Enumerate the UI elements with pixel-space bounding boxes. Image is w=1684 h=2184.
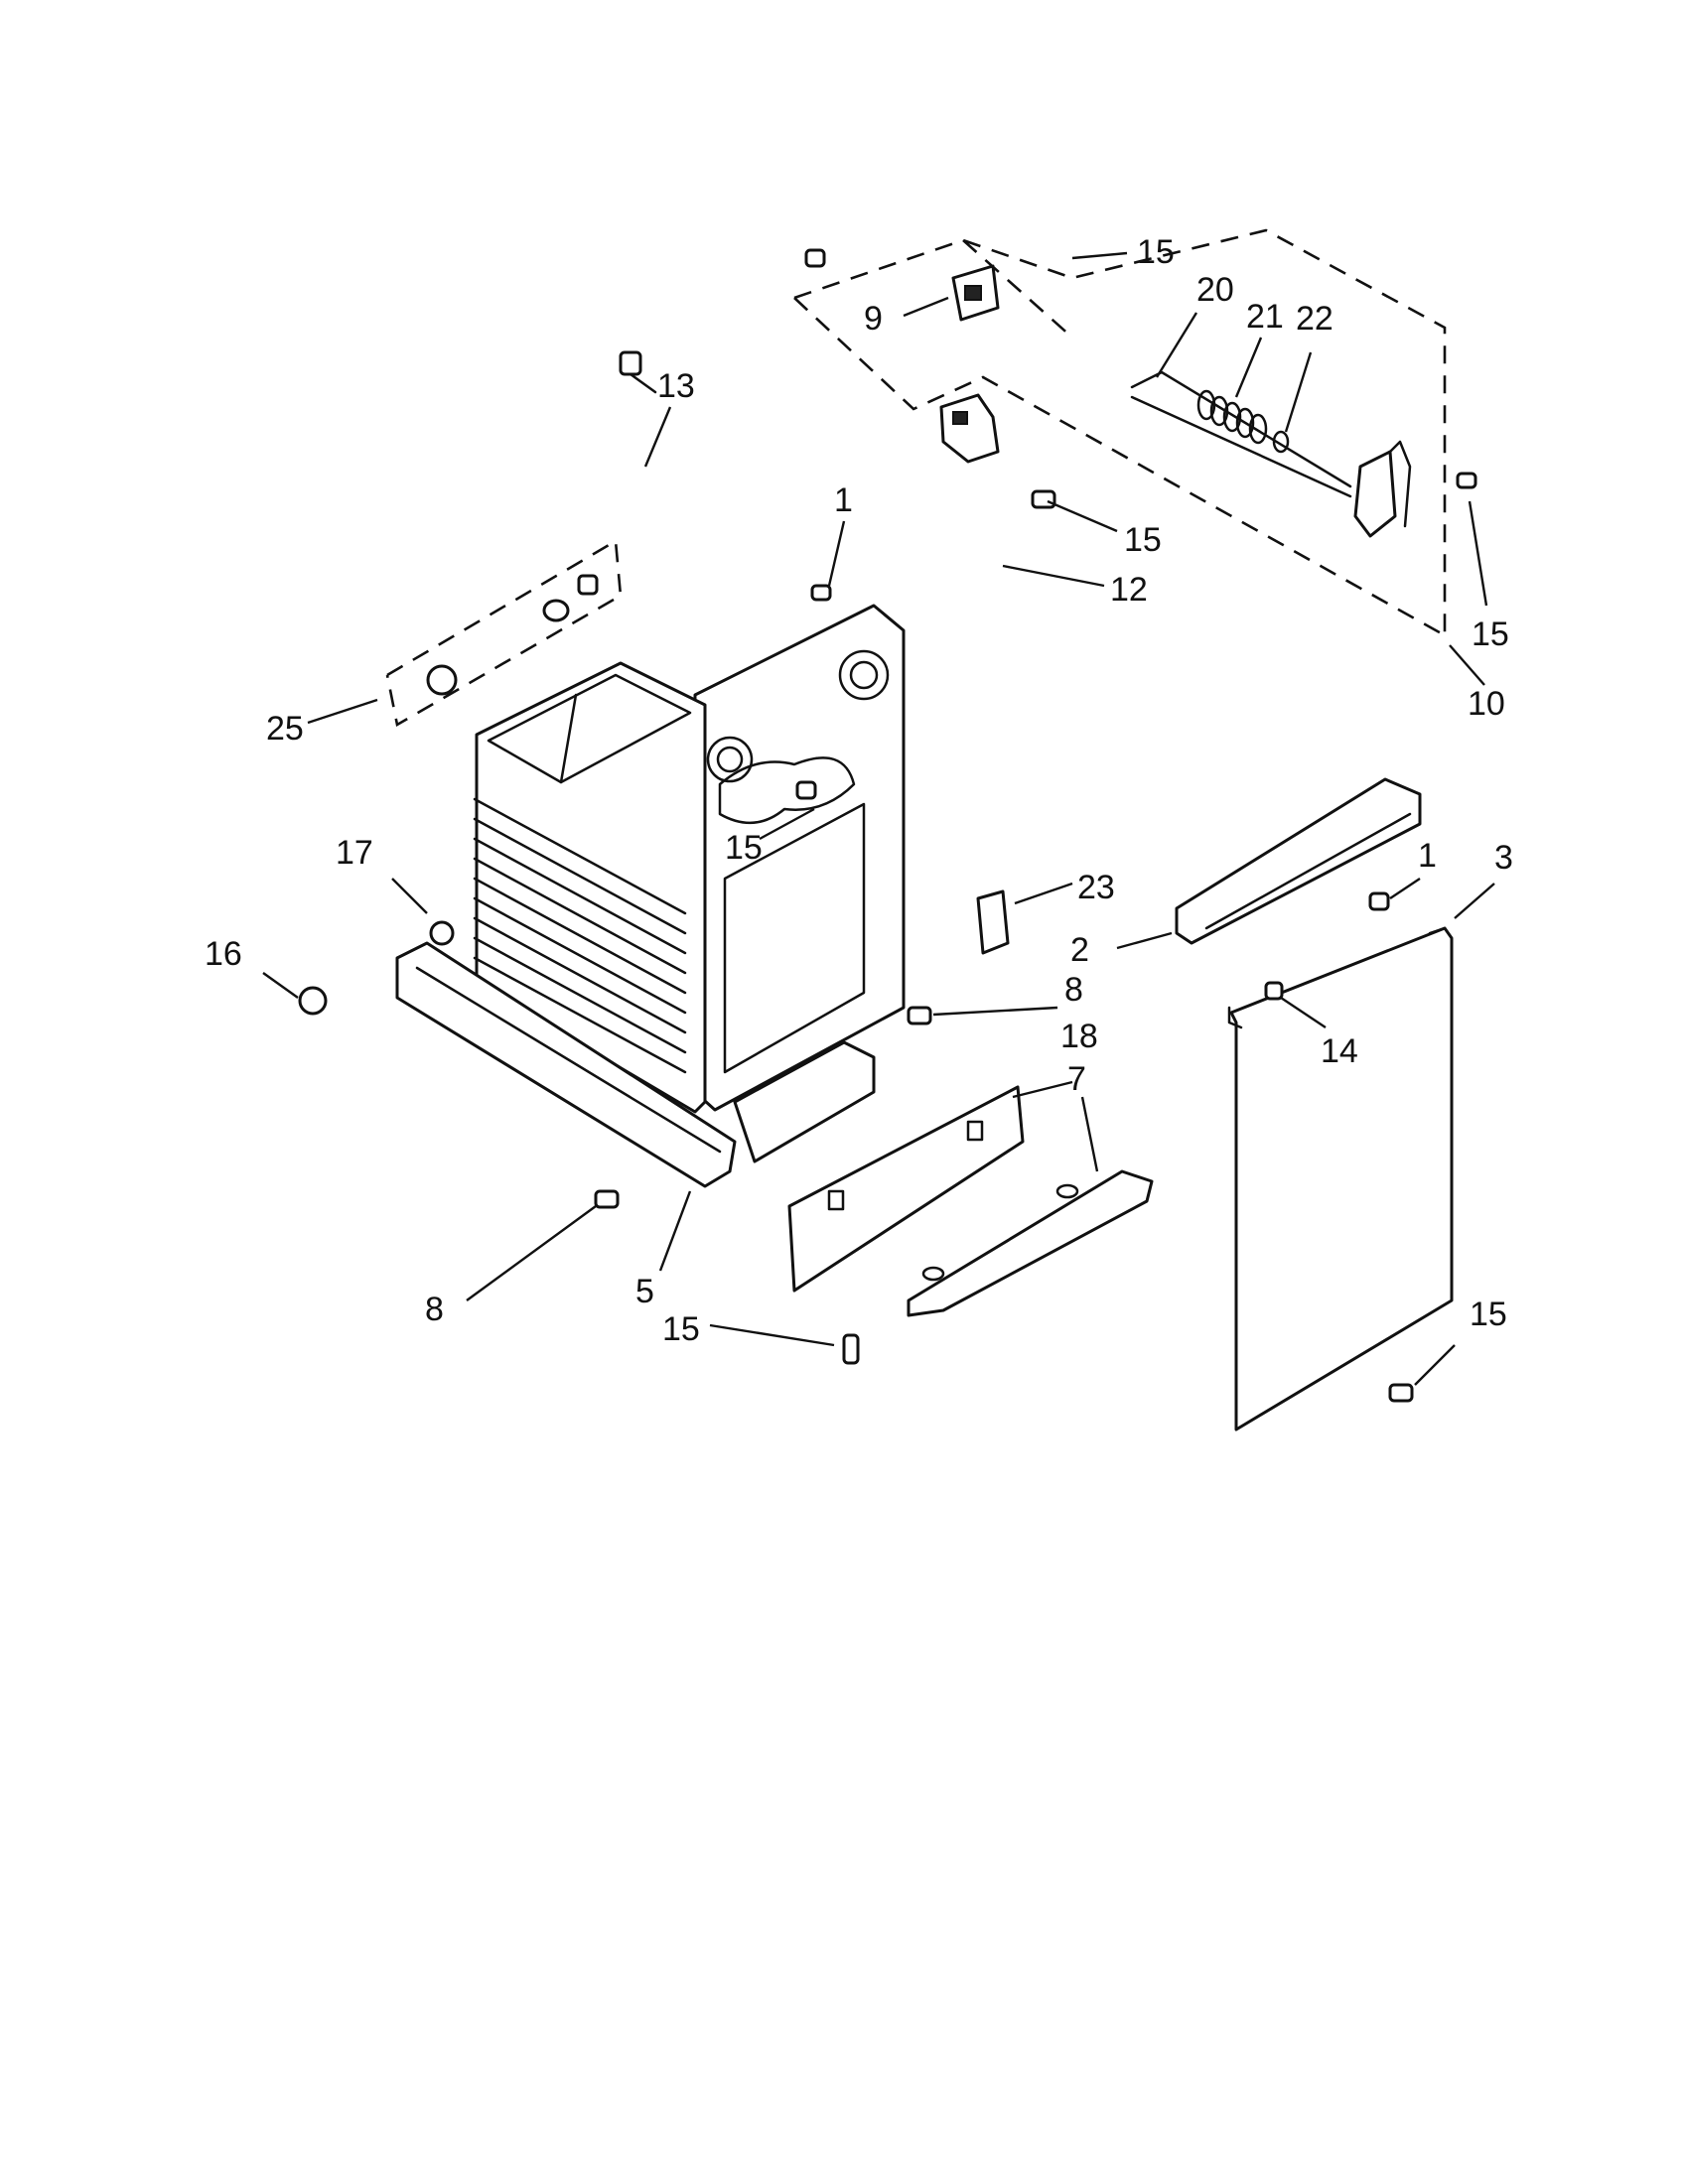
callout-14: 14 xyxy=(1321,1032,1358,1070)
screw-icon xyxy=(1388,1383,1414,1403)
screw-icon xyxy=(619,350,657,394)
cabinet-ribs xyxy=(473,797,687,1074)
screw-icon xyxy=(1368,891,1390,911)
callout-18: 18 xyxy=(1060,1018,1098,1055)
callout-2: 2 xyxy=(1070,931,1089,969)
screw-icon xyxy=(795,780,817,800)
callout-8-mid: 8 xyxy=(1064,971,1083,1009)
screw-icon xyxy=(1456,472,1477,489)
screw-icon xyxy=(810,584,832,602)
screw-icon xyxy=(842,1333,860,1365)
callout-10: 10 xyxy=(1468,685,1505,723)
side-panel-part-3 xyxy=(1227,926,1454,1432)
callout-12: 12 xyxy=(1110,571,1148,609)
bracket-part-23 xyxy=(976,889,1010,955)
callout-8-low: 8 xyxy=(425,1291,444,1328)
screw-icon xyxy=(804,248,826,268)
callout-23: 23 xyxy=(1077,869,1115,906)
screw-icons xyxy=(298,248,1477,1403)
callout-labels: 15 9 20 21 22 13 1 15 12 15 10 25 15 23 … xyxy=(205,233,1513,1348)
hinge-part-9 xyxy=(951,264,1000,322)
trim-part-2 xyxy=(1175,777,1422,945)
callout-20: 20 xyxy=(1196,271,1234,309)
screw-icon xyxy=(298,986,328,1016)
screw-icon xyxy=(1264,981,1284,1001)
callout-16: 16 xyxy=(205,935,242,973)
callout-21: 21 xyxy=(1246,298,1284,336)
callout-1-right: 1 xyxy=(1418,837,1437,875)
callout-15-mid: 15 xyxy=(725,829,763,867)
callout-17: 17 xyxy=(336,834,373,872)
screw-icon xyxy=(429,920,455,946)
latch-bracket xyxy=(1353,440,1412,538)
callout-9: 9 xyxy=(864,300,883,338)
callout-3: 3 xyxy=(1494,839,1513,877)
callout-15-top: 15 xyxy=(1137,233,1175,271)
callout-25: 25 xyxy=(266,710,304,748)
callout-15-panel: 15 xyxy=(1470,1296,1507,1333)
bracket-part-12 xyxy=(939,393,1000,464)
screw-icon xyxy=(577,574,599,596)
callout-22: 22 xyxy=(1296,300,1333,338)
callout-15-bracket: 15 xyxy=(1124,521,1162,559)
callout-1-top: 1 xyxy=(834,481,853,519)
leader-lines xyxy=(262,251,1495,1386)
screw-icon xyxy=(594,1189,620,1209)
callout-7: 7 xyxy=(1067,1060,1086,1098)
screw-icon xyxy=(907,1006,932,1025)
kickplate-part-7 xyxy=(907,1169,1154,1317)
cabinet-frame xyxy=(395,604,906,1188)
screw-icon xyxy=(1031,489,1056,509)
callout-15-right: 15 xyxy=(1472,615,1509,653)
knob-part-25 xyxy=(426,599,570,696)
washer-part-22 xyxy=(1272,430,1290,454)
callout-15-low: 15 xyxy=(662,1310,700,1348)
spring-part-21 xyxy=(1196,389,1268,445)
callout-13: 13 xyxy=(657,367,695,405)
assembly-10-dashed-outline xyxy=(793,228,1447,637)
callout-5: 5 xyxy=(635,1273,654,1310)
kickplate-part-18 xyxy=(787,1085,1025,1293)
